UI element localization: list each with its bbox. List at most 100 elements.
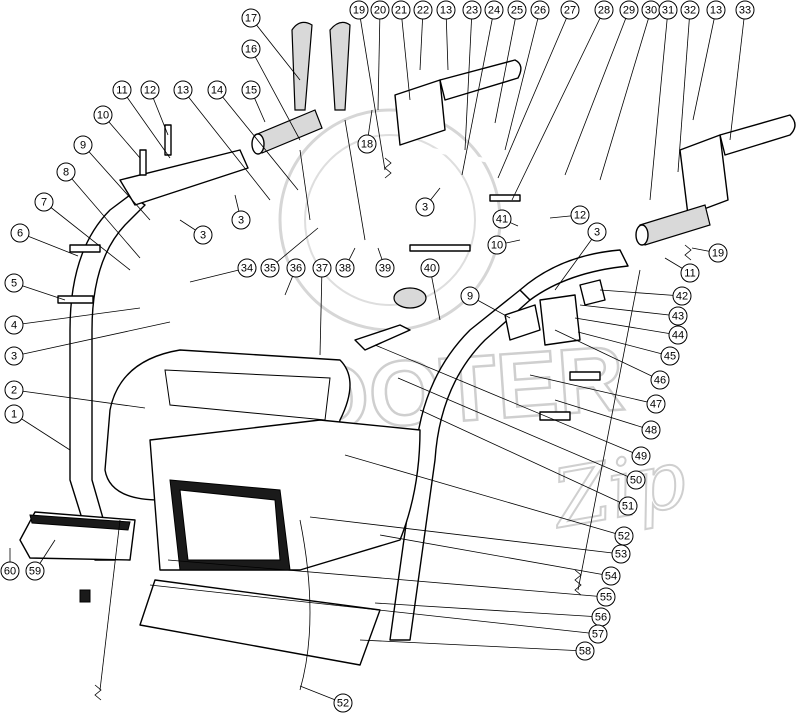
callout-8-leader (65, 171, 141, 259)
callout-13c-label: 13 (710, 5, 722, 17)
callout-53-circle (611, 544, 631, 564)
callout-44: 44 (574, 317, 688, 345)
callout-59-label: 59 (29, 566, 41, 578)
callout-9a-circle (73, 135, 93, 155)
callout-2-circle (4, 380, 24, 400)
grip-32 (635, 204, 711, 246)
callout-52a-leader (344, 454, 625, 537)
callout-23-label: 23 (466, 5, 478, 17)
callout-25-label: 25 (511, 5, 523, 17)
callout-58-circle (575, 641, 595, 661)
callout-1-circle (4, 404, 24, 424)
callout-11b: 11 (664, 257, 700, 283)
callout-13b-circle (436, 0, 456, 20)
callout-31: 31 (649, 0, 678, 201)
callout-22-circle (413, 0, 433, 20)
callout-3c: 3 (179, 219, 213, 245)
callout-10a-label: 10 (97, 110, 109, 122)
callout-32-leader (677, 9, 691, 173)
callout-59: 59 (25, 539, 56, 581)
knob (354, 287, 427, 351)
callout-57-leader (149, 584, 599, 635)
callout-16-leader (250, 48, 301, 141)
callout-3c-label: 3 (200, 230, 206, 242)
callout-9b-label: 9 (467, 291, 473, 303)
callout-57-label: 57 (592, 629, 604, 641)
callout-60: 60 (0, 548, 20, 581)
callout-15-label: 15 (245, 85, 257, 97)
callout-35-label: 35 (264, 263, 276, 275)
upper-handle-bracket-right (679, 114, 796, 216)
callout-19a-leader (358, 9, 386, 171)
callout-56-label: 56 (595, 612, 607, 624)
callout-3e-leader (554, 231, 598, 291)
callout-8-circle (56, 162, 76, 182)
callout-49-leader (374, 344, 642, 457)
callout-45-circle (660, 346, 680, 366)
callout-26-circle (530, 0, 550, 20)
callout-28-circle (594, 0, 614, 20)
callout-25-circle (507, 0, 527, 20)
callout-23-circle (462, 0, 482, 20)
callout-28: 28 (511, 0, 614, 201)
callout-40: 40 (420, 258, 441, 321)
callout-36: 36 (284, 258, 306, 296)
callout-54-leader (379, 534, 612, 577)
callout-3a-leader (13, 321, 171, 357)
callout-13b-leader (445, 9, 449, 71)
callout-52b-label: 52 (337, 698, 349, 710)
callout-17-circle (241, 8, 261, 28)
callout-29-label: 29 (623, 5, 635, 17)
callout-11a-circle (112, 80, 132, 100)
callout-51: 51 (419, 409, 638, 516)
callout-2-label: 2 (11, 385, 17, 397)
callout-14: 14 (207, 80, 299, 191)
callout-34-circle (237, 258, 257, 278)
callout-3d-label: 3 (422, 202, 428, 214)
callout-45-leader (577, 331, 671, 357)
callout-16: 16 (241, 39, 301, 141)
callout-33-label: 33 (739, 5, 751, 17)
callout-5: 5 (4, 273, 66, 301)
callout-14-label: 14 (211, 85, 223, 97)
callout-44-leader (574, 317, 679, 336)
rear-guard (149, 419, 421, 571)
callout-11b-circle (680, 263, 700, 283)
callout-41-circle (492, 209, 512, 229)
callout-53-leader (309, 516, 622, 555)
callout-46-circle (650, 370, 670, 390)
callout-12b-circle (570, 205, 590, 225)
callout-50-label: 50 (630, 475, 642, 487)
callout-42-circle (672, 286, 692, 306)
callout-22-label: 22 (417, 5, 429, 17)
callout-50-leader (397, 377, 637, 481)
callout-16-label: 16 (245, 44, 257, 56)
callout-35: 35 (260, 227, 319, 278)
callout-40-label: 40 (424, 263, 436, 275)
callout-58-label: 58 (579, 646, 591, 658)
callout-2-leader (13, 389, 146, 409)
callout-19a-circle (349, 0, 369, 20)
callout-20-circle (370, 0, 390, 20)
callout-43-leader (579, 304, 679, 317)
callout-7-label: 7 (41, 197, 47, 209)
callout-38: 38 (335, 247, 356, 278)
callout-39-circle (375, 258, 395, 278)
callout-17-leader (250, 17, 301, 81)
callout-58: 58 (359, 639, 595, 661)
callout-9b-circle (460, 286, 480, 306)
callout-7-circle (34, 192, 54, 212)
callout-51-label: 51 (622, 501, 634, 513)
callout-6-circle (10, 223, 30, 243)
callout-59-circle (25, 561, 45, 581)
callout-12b: 12 (549, 205, 590, 225)
callout-17-label: 17 (245, 13, 257, 25)
callout-54-label: 54 (605, 571, 617, 583)
callout-13c: 13 (692, 0, 726, 121)
callout-13c-circle (706, 0, 726, 20)
callout-42-leader (599, 289, 683, 297)
callout-10b-circle (487, 235, 507, 255)
callout-13a-circle (173, 80, 193, 100)
callout-56-leader (374, 602, 602, 618)
